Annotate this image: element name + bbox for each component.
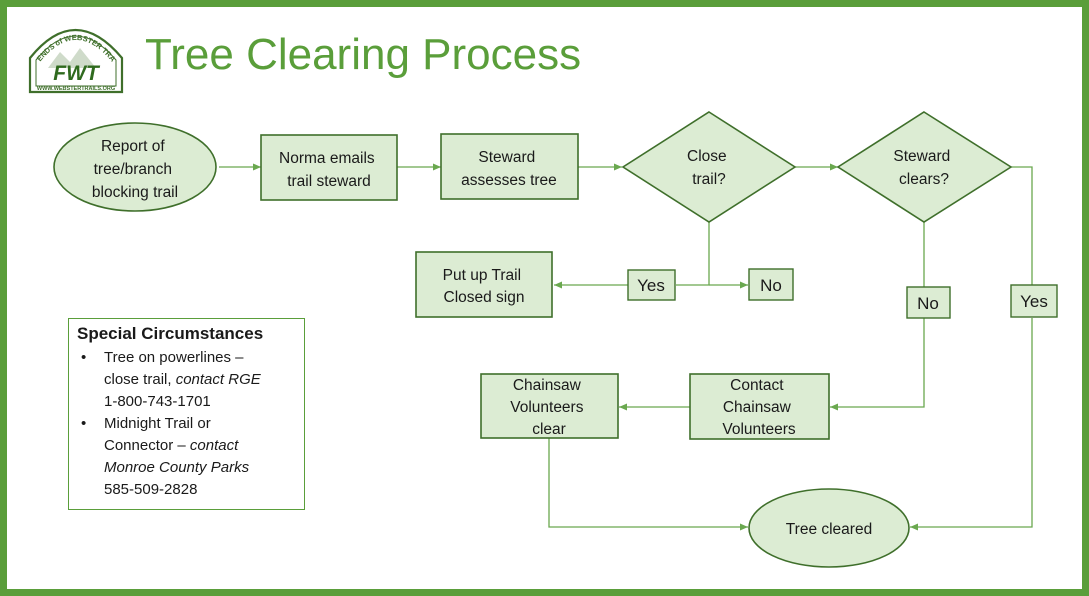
- special-item-midnight: • Midnight Trail or Connector – contact …: [77, 413, 296, 501]
- decision-close-line2: trail?: [692, 171, 726, 188]
- node-contact-line2: Chainsaw: [723, 399, 792, 416]
- node-contact-line1: Contact: [730, 377, 784, 394]
- node-chainsaw-clear: Chainsaw Volunteers clear: [480, 373, 619, 439]
- node-report-line1: Report of: [101, 138, 165, 155]
- svg-text:Chainsaw Volunteers: Chainsaw Volunteers clear: [510, 377, 588, 438]
- svg-text:Norma emails trail stewa: Norma emails trail steward: [279, 150, 379, 190]
- node-cleared-text: Tree cleared: [786, 521, 872, 538]
- bullet-icon: •: [81, 415, 87, 432]
- node-chainsaw-line1: Chainsaw: [513, 377, 582, 394]
- svg-text:Steward clears?: Steward clears?: [893, 148, 954, 188]
- special-item-powerlines: • Tree on powerlines – close trail, cont…: [77, 347, 296, 413]
- node-assess-line2: assesses tree: [461, 172, 557, 189]
- special-item1-phone: 1-800-743-1701: [104, 393, 211, 410]
- label-yes-close-text: Yes: [637, 276, 665, 295]
- special-item1-contact: contact RGE: [175, 371, 261, 388]
- label-no-close: No: [748, 268, 794, 301]
- node-sign-line1: Put up Trail: [443, 267, 521, 284]
- node-assess-line1: Steward: [478, 149, 535, 166]
- decision-steward-clears: Steward clears?: [836, 111, 1013, 223]
- page-title: Tree Clearing Process: [145, 30, 582, 79]
- bullet-icon: •: [81, 349, 87, 366]
- decision-close-trail: Close trail?: [621, 111, 797, 223]
- special-item2-contact: contact: [189, 437, 239, 454]
- label-no-close-text: No: [760, 276, 782, 295]
- special-item1-line2: close trail,: [104, 371, 176, 388]
- decision-clears-line1: Steward: [893, 148, 950, 165]
- special-item1-line1: Tree on powerlines –: [104, 349, 244, 366]
- svg-text:Contact Chainsaw V: Contact Chainsaw Volunteers: [722, 377, 795, 438]
- svg-text:Report of tree/branch: Report of tree/branch blocking trail: [92, 138, 178, 201]
- node-assess: Steward assesses tree: [440, 133, 579, 200]
- node-contact-chainsaw: Contact Chainsaw Volunteers: [689, 373, 830, 440]
- node-sign-line2: Closed sign: [444, 289, 525, 306]
- label-yes-close: Yes: [627, 269, 676, 301]
- node-closed-sign: Put up Trail Closed sign: [415, 251, 553, 318]
- svg-text:Steward assesses tree: Steward assesses tree: [461, 149, 557, 189]
- node-chainsaw-line3: clear: [532, 421, 566, 438]
- connectors: [219, 163, 1033, 531]
- special-item2-agency: Monroe County Parks: [104, 459, 250, 476]
- label-no-clears-text: No: [917, 294, 939, 313]
- node-report-line3: blocking trail: [92, 184, 178, 201]
- node-contact-line3: Volunteers: [722, 421, 795, 438]
- label-yes-clears-text: Yes: [1020, 292, 1048, 311]
- node-tree-cleared: Tree cleared: [748, 488, 910, 568]
- special-list: • Tree on powerlines – close trail, cont…: [77, 347, 296, 501]
- decision-close-line1: Close: [687, 148, 727, 165]
- decision-clears-line2: clears?: [899, 171, 949, 188]
- svg-text:Close trail?: Close trail?: [687, 148, 731, 188]
- node-norma-line2: trail steward: [287, 173, 371, 190]
- logo-url: WWW.WEBSTERTRAILS.ORG: [37, 86, 115, 92]
- label-no-clears: No: [906, 286, 951, 319]
- node-norma: Norma emails trail steward: [260, 134, 398, 201]
- node-norma-line1: Norma emails: [279, 150, 375, 167]
- fwt-logo: FRIENDS of WEBSTER TRAILS FWT WWW.WEBSTE…: [0, 0, 124, 94]
- label-yes-clears: Yes: [1010, 284, 1058, 318]
- node-report: Report of tree/branch blocking trail: [53, 122, 217, 212]
- special-heading: Special Circumstances: [77, 324, 264, 343]
- special-circumstances-box: Special Circumstances • Tree on powerlin…: [68, 318, 305, 510]
- special-item2-line1: Midnight Trail or: [104, 415, 211, 432]
- logo-initials: FWT: [53, 62, 101, 85]
- svg-text:Put up Trail Closed sign: Put up Trail Closed sign: [443, 267, 526, 306]
- node-chainsaw-line2: Volunteers: [510, 399, 583, 416]
- special-item2-phone: 585-509-2828: [104, 481, 198, 498]
- special-item2-line2: Connector –: [104, 437, 190, 454]
- node-report-line2: tree/branch: [94, 161, 172, 178]
